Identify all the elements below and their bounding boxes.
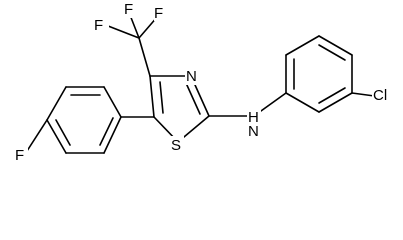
bonds [26,14,383,154]
bond-ar1-d2 [55,119,71,146]
fluorine-atom-label: F [154,5,163,22]
bond-ar2-d2 [318,44,346,61]
bond-ar1-d3 [99,117,114,146]
chlorine-atom-label: Cl [373,87,387,104]
fluorine-atom-label: F [94,17,103,34]
chemical-structure-diagram: F F F N S H N Cl F [14,0,397,164]
bond-ar1-c1 [103,86,122,118]
bond-ar2-d3 [318,87,346,104]
bond-ar1-c4 [46,119,67,154]
amine-hydrogen-label: H [248,109,259,126]
bond-c5-c4 [149,75,155,118]
bond-ar2-c6 [285,92,320,113]
thiazole-sulfur-label: S [171,137,181,154]
aryl-fluorine-label: F [15,147,24,164]
bond-cf3-f2 [129,14,140,39]
bond-ar1-f [26,119,48,152]
amine-nitrogen-label: N [248,123,259,140]
bond-ar2-c2 [285,35,320,56]
bond-ar2-c3 [318,35,353,56]
bond-n3-c2-double [185,82,201,115]
bond-ar1-c6 [103,116,122,154]
bond-cf3-ring [138,37,151,77]
thiazole-nitrogen-label: N [186,68,197,85]
fluorine-atom-label: F [124,1,133,18]
bond-c5-c4-double [159,81,164,114]
atom-labels: F F F N S H N Cl F [14,0,397,164]
bond-ar1-c3 [46,86,67,121]
bond-ar2-c5 [318,92,353,113]
